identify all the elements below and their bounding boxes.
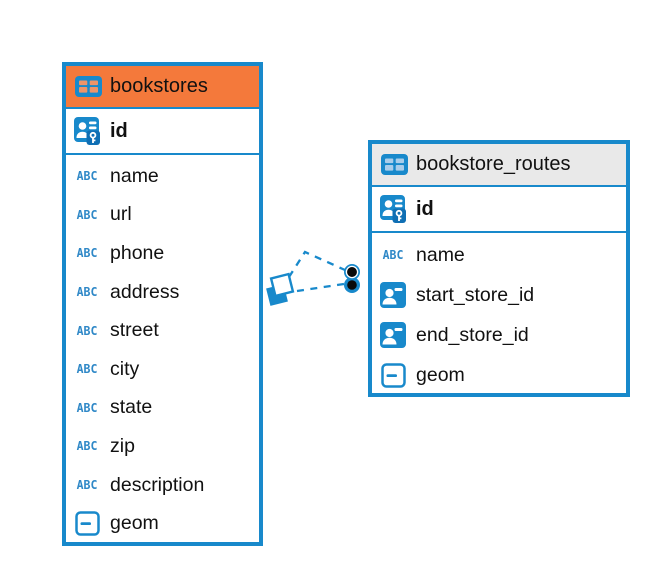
text-icon: ABC (76, 439, 98, 454)
column-row-geom[interactable]: geom (372, 355, 626, 395)
column-row-description[interactable]: ABC description (66, 466, 259, 505)
table-title: bookstore_routes (416, 153, 571, 175)
diamond-marker (266, 272, 295, 306)
text-icon: ABC (382, 247, 404, 263)
text-icon: ABC (76, 207, 98, 223)
column-name: state (110, 396, 153, 419)
column-row-phone[interactable]: ABC phone (66, 234, 259, 273)
column-name: end_store_id (416, 323, 529, 346)
text-icon: ABC (76, 361, 98, 377)
column-name: geom (416, 363, 465, 386)
column-row-state[interactable]: ABC state (66, 389, 259, 428)
column-row-street[interactable]: ABC street (66, 311, 259, 350)
column-name: phone (110, 241, 165, 264)
column-name: city (110, 357, 140, 380)
key-columns-section: id (66, 109, 259, 155)
text-icon: ABC (76, 400, 98, 416)
text-icon: ABC (76, 284, 98, 300)
primary-key-icon (379, 195, 407, 223)
primary-key-icon (73, 117, 101, 145)
column-row-end_store_id[interactable]: end_store_id (372, 315, 626, 355)
column-name: geom (110, 512, 159, 535)
column-row-id[interactable]: id (372, 188, 626, 230)
column-row-geom[interactable]: geom (66, 504, 259, 543)
relationship-connector[interactable] (255, 235, 370, 315)
column-name: name (110, 164, 159, 187)
column-row-city[interactable]: ABC city (66, 350, 259, 389)
table-header: bookstores (66, 66, 259, 109)
dot-marker (344, 264, 360, 293)
column-name: url (110, 203, 132, 226)
table-bookstore-routes[interactable]: bookstore_routes id ABC name start_store_i… (368, 140, 630, 397)
column-name: street (110, 319, 159, 342)
column-name: id (110, 119, 128, 142)
geometry-icon (379, 362, 407, 388)
column-name: id (416, 197, 434, 220)
geometry-icon (73, 511, 101, 536)
table-title: bookstores (110, 75, 208, 97)
text-icon: ABC (76, 246, 98, 261)
table-icon (380, 154, 408, 175)
column-row-name[interactable]: ABC name (372, 235, 626, 275)
text-icon: ABC (76, 477, 98, 493)
column-name: zip (110, 434, 135, 457)
key-columns-section: id (372, 187, 626, 233)
column-name: start_store_id (416, 283, 535, 306)
column-row-address[interactable]: ABC address (66, 273, 259, 312)
text-icon: ABC (76, 323, 98, 339)
column-row-url[interactable]: ABC url (66, 196, 259, 235)
table-header: bookstore_routes (372, 144, 626, 187)
column-name: name (416, 243, 465, 266)
column-row-start_store_id[interactable]: start_store_id (372, 275, 626, 315)
relationship-lines (288, 250, 346, 293)
column-name: address (110, 280, 180, 303)
column-row-id[interactable]: id (66, 110, 259, 152)
column-row-name[interactable]: ABC name (66, 157, 259, 196)
text-icon: ABC (76, 168, 98, 184)
reference-icon (379, 282, 407, 308)
table-icon (74, 76, 102, 97)
column-name: description (110, 473, 205, 496)
reference-icon (379, 322, 407, 348)
column-row-zip[interactable]: ABC zip (66, 427, 259, 466)
